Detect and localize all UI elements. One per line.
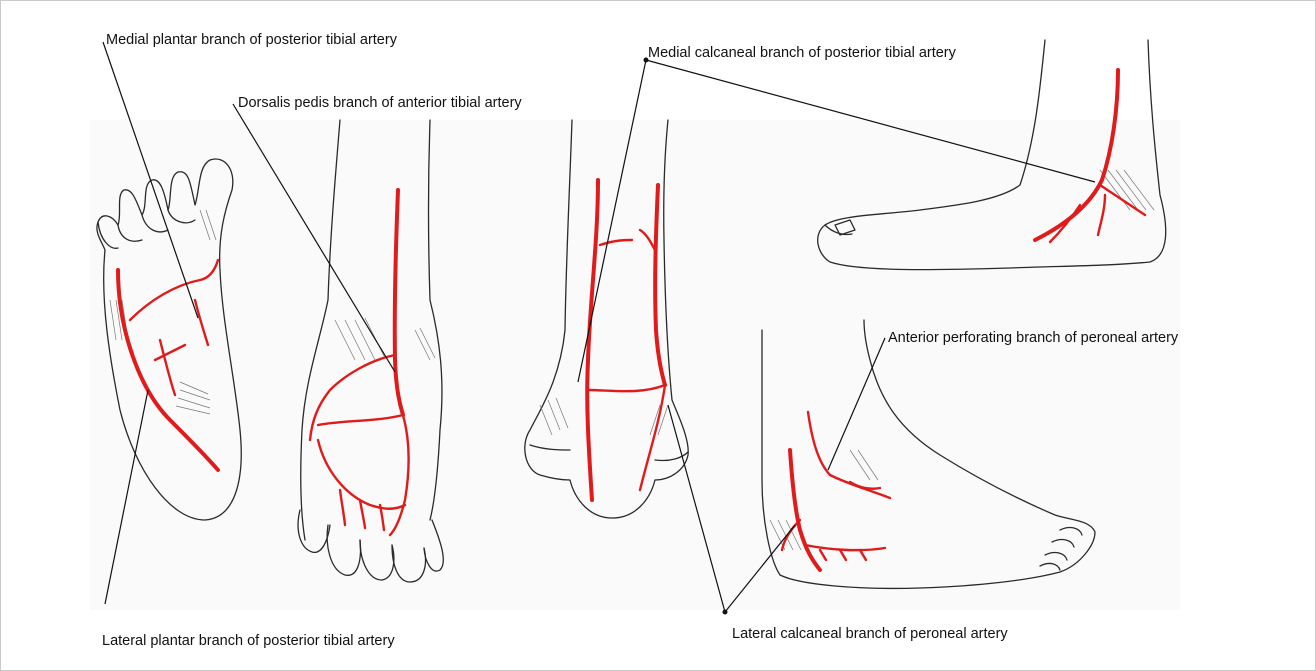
label-dorsalis-pedis-branch: Dorsalis pedis branch of anterior tibial…: [238, 96, 522, 111]
paper-background: [90, 120, 1180, 610]
label-medial-plantar-branch: Medial plantar branch of posterior tibia…: [106, 33, 397, 48]
label-lateral-plantar-branch: Lateral plantar branch of posterior tibi…: [102, 634, 395, 649]
label-anterior-perforating-branch: Anterior perforating branch of peroneal …: [888, 331, 1178, 346]
label-medial-calcaneal-branch: Medial calcaneal branch of posterior tib…: [648, 46, 956, 61]
leader-lateral-calcaneal-dot: [723, 610, 728, 615]
label-lateral-calcaneal-branch: Lateral calcaneal branch of peroneal art…: [732, 627, 1008, 642]
